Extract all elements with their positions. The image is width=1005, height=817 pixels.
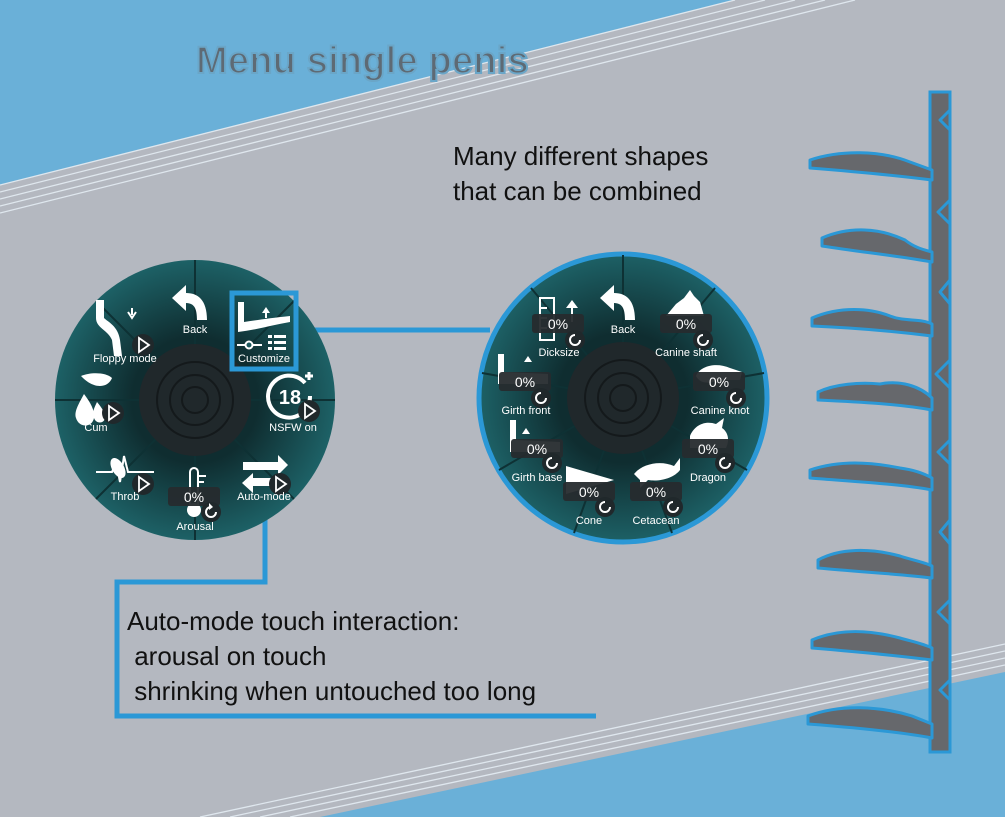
main-arousal-label: Arousal xyxy=(176,521,213,533)
reset-icon xyxy=(595,497,615,517)
spine-ridges xyxy=(934,108,952,702)
canine-shaft-label: Canine shaft xyxy=(655,347,717,359)
girth-front-label: Girth front xyxy=(502,405,551,417)
shape-sample xyxy=(808,151,934,182)
reset-icon xyxy=(531,388,551,408)
reset-icon xyxy=(542,453,562,473)
auto-mode-caption: Auto-mode touch interaction: arousal on … xyxy=(127,604,536,709)
dolphin-icon xyxy=(634,458,680,488)
shape-sample xyxy=(806,706,934,740)
reset-icon xyxy=(663,497,683,517)
page-title: Menu single penis xyxy=(195,39,530,83)
main-customize-label: Customize xyxy=(238,353,290,365)
reset-icon xyxy=(693,330,713,350)
shape-sample xyxy=(816,381,934,412)
auto-caption-line: Auto-mode touch interaction: xyxy=(127,606,460,636)
customize-back-item[interactable]: Back xyxy=(600,285,636,336)
main-cum-label: Cum xyxy=(84,422,107,434)
cetacean-item[interactable]: 0% Cetacean xyxy=(630,458,683,527)
droop-icon xyxy=(96,300,154,356)
drops-icon xyxy=(75,373,124,426)
shape-sample xyxy=(816,548,934,580)
auto-caption-line: shrinking when untouched too long xyxy=(127,676,537,706)
girth-front-value: 0% xyxy=(515,374,535,390)
shapes-caption: Many different shapes that can be combine… xyxy=(453,139,708,209)
cone-item[interactable]: 0% Cone xyxy=(563,466,615,527)
main-floppy-item[interactable]: Floppy mode xyxy=(93,300,157,365)
shapes-caption-line: Many different shapes xyxy=(453,141,709,171)
main-throb-item[interactable]: Throb xyxy=(96,455,154,503)
main-cum-item[interactable]: Cum xyxy=(75,373,124,434)
main-arousal-item[interactable]: 0% Arousal xyxy=(168,467,221,533)
wolf-icon xyxy=(666,290,704,316)
main-auto-mode-label: Auto-mode xyxy=(237,491,291,503)
main-back-label: Back xyxy=(183,324,208,336)
reset-icon xyxy=(726,388,746,408)
canine-knot-item[interactable]: 0% Canine knot xyxy=(691,365,750,417)
shapes-caption-line: that can be combined xyxy=(453,176,702,206)
cetacean-label: Cetacean xyxy=(632,515,679,527)
girth-base-item[interactable]: 0% Girth base xyxy=(510,420,563,484)
girth-front-item[interactable]: 0% Girth front xyxy=(498,354,551,417)
svg-text:18: 18 xyxy=(279,387,301,409)
dicksize-label: Dicksize xyxy=(539,347,580,359)
canine-shaft-value: 0% xyxy=(676,316,696,332)
main-arousal-value: 0% xyxy=(184,489,204,505)
shape-sample xyxy=(808,461,934,492)
bottom-stripes xyxy=(199,643,1005,817)
auto-caption-line: arousal on touch xyxy=(127,641,327,671)
shape-sample xyxy=(810,308,934,338)
loop-arrows-icon xyxy=(242,455,291,495)
dragon-item[interactable]: 0% Dragon xyxy=(682,418,735,484)
cone-value: 0% xyxy=(579,484,599,500)
dragon-value: 0% xyxy=(698,441,718,457)
main-nsfw-item[interactable]: 18 NSFW on xyxy=(266,372,320,434)
shape-sample xyxy=(820,228,934,264)
main-customize-item[interactable]: Customize xyxy=(229,290,299,372)
main-floppy-label: Floppy mode xyxy=(93,353,157,365)
reset-icon xyxy=(715,453,735,473)
customize-icon xyxy=(237,302,290,350)
top-stripes xyxy=(0,0,856,214)
shape-spine xyxy=(928,90,952,754)
back-arrow-icon xyxy=(172,285,207,320)
cone-label: Cone xyxy=(576,515,602,527)
reset-icon xyxy=(565,330,585,350)
dicksize-item[interactable]: 0% Dicksize xyxy=(532,297,585,359)
wheel-center[interactable] xyxy=(139,344,251,456)
customize-back-label: Back xyxy=(611,324,636,336)
cetacean-value: 0% xyxy=(646,484,666,500)
reset-icon xyxy=(201,502,221,522)
girth-base-label: Girth base xyxy=(512,472,563,484)
dragon-label: Dragon xyxy=(690,472,726,484)
canine-knot-value: 0% xyxy=(709,374,729,390)
back-arrow-icon xyxy=(600,285,635,320)
wheel-center[interactable] xyxy=(567,342,679,454)
canine-shaft-item[interactable]: 0% Canine shaft xyxy=(655,290,717,359)
main-auto-mode-item[interactable]: Auto-mode xyxy=(237,455,291,503)
shape-sample xyxy=(810,630,934,662)
dicksize-value: 0% xyxy=(548,316,568,332)
18-plus-icon: 18 xyxy=(266,372,320,422)
main-nsfw-label: NSFW on xyxy=(269,422,317,434)
main-throb-label: Throb xyxy=(111,491,140,503)
pulse-icon xyxy=(96,455,154,495)
main-back-item[interactable]: Back xyxy=(172,285,208,336)
canine-knot-label: Canine knot xyxy=(691,405,750,417)
girth-base-value: 0% xyxy=(527,441,547,457)
